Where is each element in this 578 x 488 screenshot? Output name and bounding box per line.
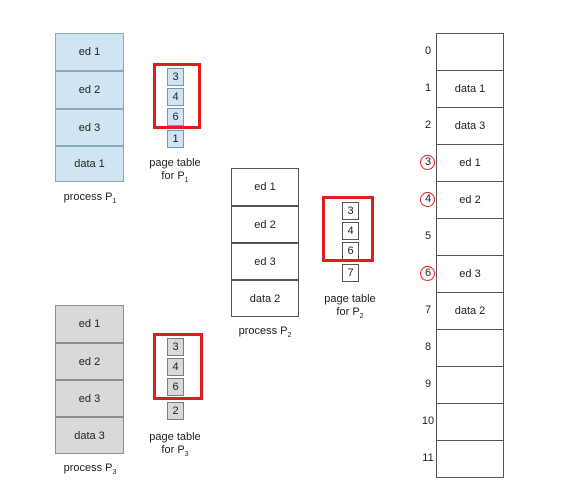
p2-pt-entry-1: 4 — [342, 222, 359, 240]
p1-pt-entry-2: 6 — [167, 108, 184, 126]
memory-frame-6: ed 3 — [436, 255, 504, 293]
p3-label: process P3 — [63, 462, 117, 477]
memory-frame-2: data 3 — [436, 107, 504, 145]
p3-pt-entry-2: 6 — [167, 378, 184, 396]
memory-frame-9 — [436, 366, 504, 404]
p3-page-data3: data 3 — [55, 417, 124, 454]
memory-frame-0 — [436, 33, 504, 71]
memory-frame-8 — [436, 329, 504, 367]
p2-page-ed3: ed 3 — [231, 243, 299, 280]
p1-page-ed3: ed 3 — [55, 109, 124, 146]
p3-pt-entry-1: 4 — [167, 358, 184, 376]
memory-frame-3: ed 1 — [436, 144, 504, 182]
p3-highlight-box — [153, 333, 203, 400]
p2-highlight-box — [322, 196, 374, 262]
frame-number-11: 11 — [422, 451, 434, 464]
frame-number-1: 1 — [424, 81, 432, 94]
frame-highlight-circle-6 — [420, 265, 435, 281]
p3-page-ed3: ed 3 — [55, 380, 124, 417]
p1-pt-entry-3: 1 — [167, 130, 184, 148]
p2-pt-entry-3: 7 — [342, 264, 359, 282]
p3-page-ed2: ed 2 — [55, 343, 124, 380]
frame-number-8: 8 — [424, 340, 432, 353]
p3-page-ed1: ed 1 — [55, 305, 124, 343]
memory-frame-4: ed 2 — [436, 181, 504, 219]
p2-page-data2: data 2 — [231, 280, 299, 317]
p3-pt-entry-0: 3 — [167, 338, 184, 356]
p3-pt-entry-3: 2 — [167, 402, 184, 420]
p1-pt-entry-1: 4 — [167, 88, 184, 106]
p1-page-data1: data 1 — [55, 146, 124, 182]
memory-frame-7: data 2 — [436, 292, 504, 330]
p1-page-ed2: ed 2 — [55, 71, 124, 109]
memory-frame-1: data 1 — [436, 70, 504, 108]
p1-pt-entry-0: 3 — [167, 68, 184, 86]
frame-highlight-circle-3 — [420, 154, 435, 170]
p2-page-ed1: ed 1 — [231, 168, 299, 206]
p1-page-ed1: ed 1 — [55, 33, 124, 71]
frame-highlight-circle-4 — [420, 191, 435, 207]
frame-number-10: 10 — [421, 414, 435, 427]
frame-number-0: 0 — [424, 44, 432, 57]
frame-number-7: 7 — [424, 303, 432, 316]
frame-number-9: 9 — [424, 377, 432, 390]
p1-highlight-box — [153, 63, 201, 129]
p2-label: process P2 — [238, 325, 292, 340]
p2-page-ed2: ed 2 — [231, 206, 299, 243]
memory-frame-10 — [436, 403, 504, 441]
frame-number-2: 2 — [424, 118, 432, 131]
frame-number-5: 5 — [424, 229, 432, 242]
p2-pt-entry-0: 3 — [342, 202, 359, 220]
memory-frame-11 — [436, 440, 504, 478]
memory-frame-5 — [436, 218, 504, 256]
p1-label: process P1 — [63, 191, 117, 206]
